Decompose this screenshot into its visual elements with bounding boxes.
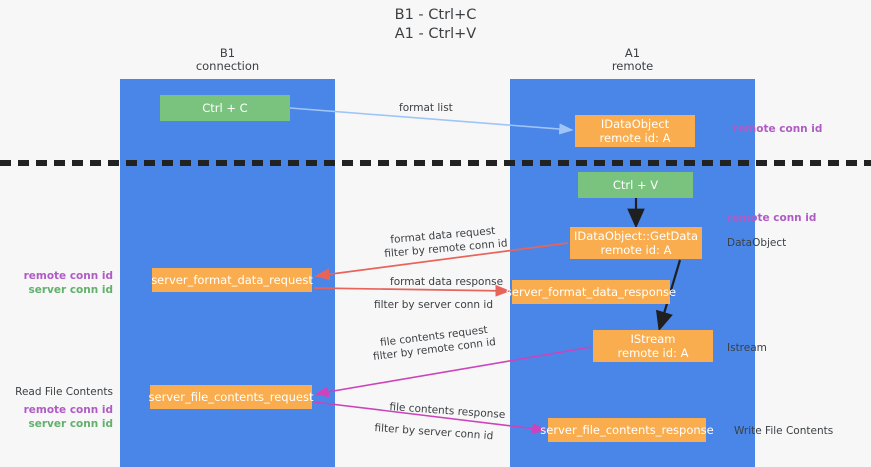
node-server-format-data-request[interactable]: server_format_data_request xyxy=(151,268,313,292)
side-label-remote-conn-id-left: remote conn id xyxy=(23,270,113,282)
column-header-b1-name: B1 xyxy=(219,46,236,60)
node-getdata-line-2: remote id: A xyxy=(600,243,672,257)
side-label-conn-ids-bottom: remote conn id server conn id xyxy=(0,403,113,431)
filter-key-server-conn-id-2: server conn id xyxy=(417,425,494,443)
side-label-conn-ids-mid: remote conn id server conn id xyxy=(0,269,113,297)
edge-label-format-list: format list xyxy=(399,102,453,114)
node-server-format-data-response[interactable]: server_format_data_response xyxy=(506,280,676,304)
column-header-b1-sub: connection xyxy=(195,59,260,73)
phase-divider xyxy=(0,160,871,166)
page-title-line-2: A1 - Ctrl+V xyxy=(394,26,477,42)
side-label-remote-conn-id-mid: remote conn id xyxy=(727,212,817,224)
filter-key-server-conn-id-1: server conn id xyxy=(417,299,493,311)
column-header-a1: A1 remote xyxy=(510,47,755,73)
node-server-file-contents-response[interactable]: server_file_contents_response xyxy=(540,418,714,442)
side-label-remote-conn-id-bottom: remote conn id xyxy=(23,404,113,416)
edge-label-file-contents-response-filter: filter by server conn id xyxy=(374,421,494,443)
node-idataobject[interactable]: IDataObject remote id: A xyxy=(575,115,695,147)
side-label-write-file-contents: Write File Contents xyxy=(734,425,834,437)
node-server-file-contents-request-label: server_file_contents_request xyxy=(148,390,314,404)
page-title: B1 - Ctrl+C A1 - Ctrl+V xyxy=(0,6,871,44)
side-label-read-file-contents: Read File Contents xyxy=(15,386,113,398)
node-getdata-line-1: IDataObject::GetData xyxy=(573,229,698,243)
edge-label-format-data-response: format data response xyxy=(390,276,504,288)
edge-label-file-contents-response: file contents response xyxy=(389,401,506,422)
filter-prefix-3: filter by xyxy=(372,345,418,364)
edge-label-format-data-response-filter: filter by server conn id xyxy=(374,298,493,312)
node-istream-line-2: remote id: A xyxy=(617,346,689,360)
side-label-dataobject: DataObject xyxy=(727,237,787,249)
filter-prefix-2: filter by xyxy=(374,299,418,311)
column-header-a1-sub: remote xyxy=(611,59,654,73)
node-idataobject-line-2: remote id: A xyxy=(599,131,671,145)
node-ctrl-v-label: Ctrl + V xyxy=(612,178,659,192)
column-header-b1: B1 connection xyxy=(120,47,335,73)
node-server-file-contents-response-label: server_file_contents_response xyxy=(540,423,714,437)
side-label-server-conn-id-bottom: server conn id xyxy=(28,418,113,430)
node-ctrl-c[interactable]: Ctrl + C xyxy=(160,95,290,121)
node-ctrl-c-label: Ctrl + C xyxy=(202,101,248,115)
node-idataobject-getdata[interactable]: IDataObject::GetData remote id: A xyxy=(570,227,702,259)
filter-prefix-1: filter by xyxy=(383,244,429,261)
node-ctrl-v[interactable]: Ctrl + V xyxy=(578,172,693,198)
side-label-istream: Istream xyxy=(727,342,767,354)
node-idataobject-line-1: IDataObject xyxy=(600,117,670,131)
filter-prefix-4: filter by xyxy=(374,422,419,438)
column-header-a1-name: A1 xyxy=(624,46,641,60)
node-istream-line-1: IStream xyxy=(630,332,676,346)
side-label-server-conn-id-left: server conn id xyxy=(28,284,113,296)
side-label-remote-conn-id-top: remote conn id xyxy=(733,123,823,135)
node-server-format-data-response-label: server_format_data_response xyxy=(505,285,677,299)
page-title-line-1: B1 - Ctrl+C xyxy=(394,7,477,23)
node-server-file-contents-request[interactable]: server_file_contents_request xyxy=(148,385,314,409)
node-server-format-data-request-label: server_format_data_request xyxy=(151,273,313,287)
node-istream[interactable]: IStream remote id: A xyxy=(593,330,713,362)
